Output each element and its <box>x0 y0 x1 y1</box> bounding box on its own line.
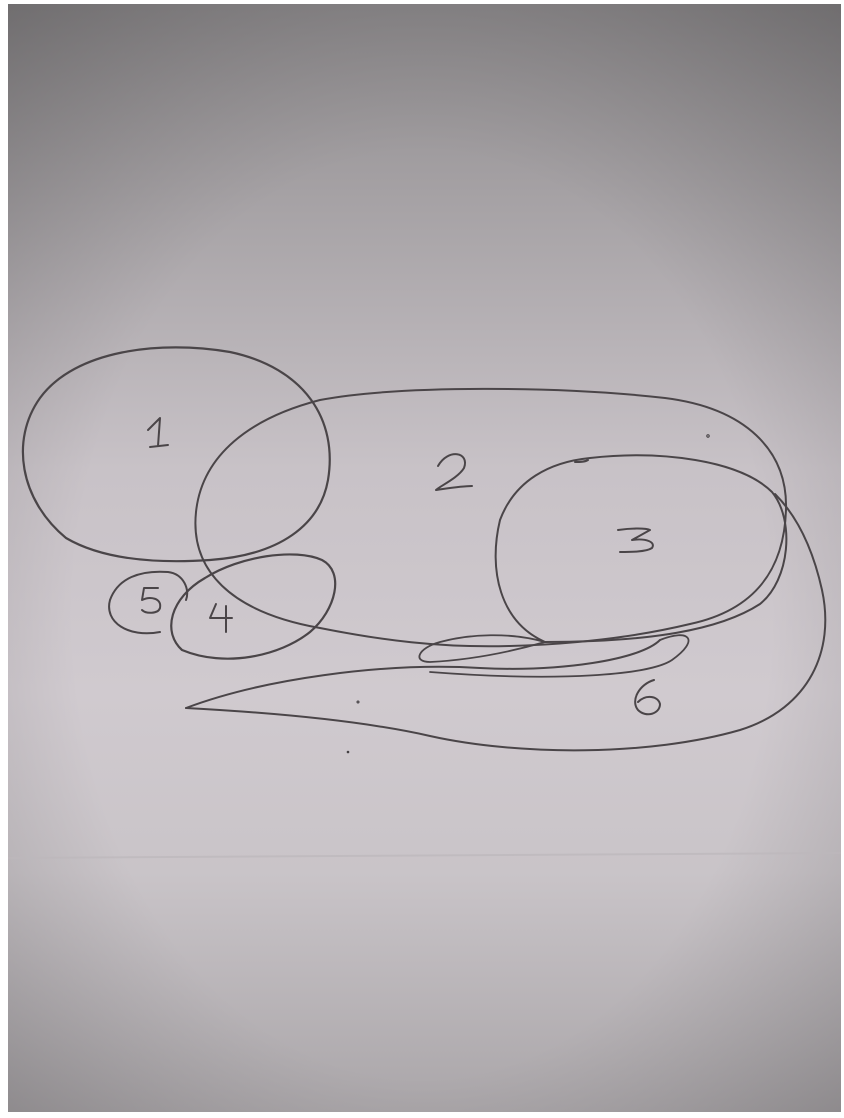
pencil-dot <box>356 700 360 704</box>
region-2-label: 2 <box>444 467 458 492</box>
region-4-label: 4 <box>212 613 226 638</box>
circle-1-outline <box>21 346 331 563</box>
digit-4-glyph <box>209 603 233 633</box>
region-3-outline <box>494 454 788 643</box>
digit-5-glyph <box>141 587 162 614</box>
region-3-loop <box>418 634 546 663</box>
digit-3-glyph <box>617 527 654 553</box>
pencil-dot <box>706 434 710 438</box>
paper-fold-line <box>7 852 842 859</box>
digit-6-glyph <box>634 679 661 716</box>
digit-2-glyph <box>435 453 473 491</box>
region-6-label: 6 <box>638 695 652 720</box>
region-3-label: 3 <box>626 533 640 558</box>
ellipse-4-outline <box>170 553 337 660</box>
region-3-tick <box>574 459 589 463</box>
region-1-label: 1 <box>152 427 166 452</box>
region-6-outline <box>185 639 661 709</box>
pencil-dot <box>346 750 350 754</box>
region-6-inner-curve <box>429 634 690 678</box>
region-6-outer-curve <box>185 493 827 752</box>
region-5-label: 5 <box>142 593 156 618</box>
ellipse-5-outline <box>108 570 189 635</box>
region-2-outline <box>194 387 788 648</box>
digit-1-glyph <box>147 417 169 448</box>
